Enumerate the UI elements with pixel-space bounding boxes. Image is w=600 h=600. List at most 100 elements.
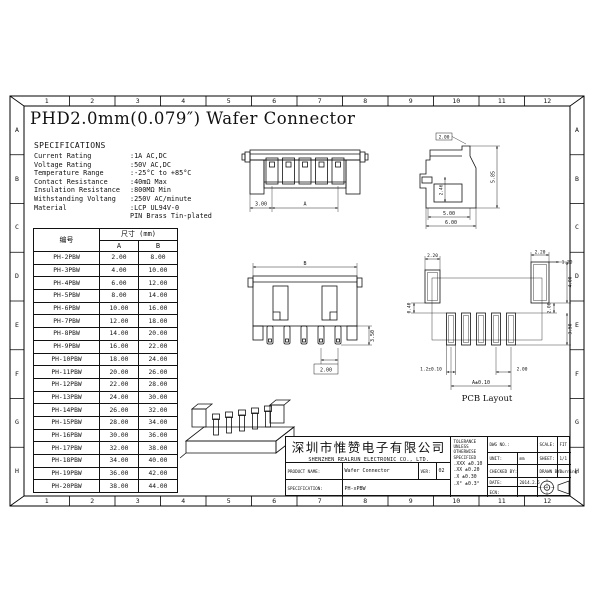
table-cell-part-no: PH-17PBW <box>34 442 100 455</box>
table-cell-dim-b: 26.00 <box>139 366 178 379</box>
pcb-pads <box>424 261 550 346</box>
top-column-label: 9 <box>408 97 413 105</box>
table-cell-dim-a: 30.00 <box>100 429 139 443</box>
spec-row: PIN Brass Tin-plated <box>34 212 212 221</box>
left-row-label: G <box>15 418 19 427</box>
table-cell-part-no: PH-19PBW <box>34 467 100 481</box>
bottom-column-label: 11 <box>497 496 506 505</box>
table-cell-part-no: PH-13PBW <box>34 391 100 405</box>
date-value: 2014.2.6 <box>518 478 540 487</box>
table-cell-part-no: PH-10PBW <box>34 353 100 367</box>
dwg-no-label: DWG NO.: <box>488 437 538 453</box>
table-header-a: A <box>100 240 139 252</box>
sheet-value: 1/1 <box>558 453 571 465</box>
unit-value: mm <box>518 453 538 465</box>
spec-row: Withstanding Voltang :250V AC/minute <box>34 195 212 204</box>
spec-label: Voltage Rating <box>34 160 92 169</box>
spec-value: :1A AC,DC <box>130 152 167 160</box>
table-cell-part-no: PH-9PBW <box>34 340 100 354</box>
table-header-b: B <box>139 240 178 252</box>
spec-label: Contact Resistance <box>34 177 108 186</box>
top-column-label: 1 <box>44 97 49 105</box>
top-column-label: 4 <box>181 97 186 105</box>
bottom-column-label: 6 <box>272 496 277 505</box>
spec-value: :800MΩ Min <box>130 186 171 195</box>
pin-side-view-dimensions: B 3.50 2.00 <box>252 261 376 375</box>
spec-value: :-25°C to +85°C <box>130 169 192 178</box>
spec-value: :250V AC/minute <box>130 194 192 203</box>
table-cell-dim-b: 44.00 <box>139 480 178 494</box>
left-row-label: F <box>15 369 19 378</box>
scale-value: FIT <box>558 437 571 453</box>
table-cell-dim-b: 32.00 <box>139 404 178 417</box>
checked-by-value <box>518 465 538 478</box>
table-cell-dim-b: 24.00 <box>139 353 178 367</box>
table-cell-dim-b: 28.00 <box>139 378 178 392</box>
tolerance-value-line: .X ±0.30 <box>453 475 477 480</box>
left-row-label: D <box>15 272 19 281</box>
table-cell-dim-a: 20.00 <box>100 366 139 379</box>
dimension-label: 2.00 <box>320 367 332 373</box>
dimension-label: 5.00 <box>443 211 455 217</box>
right-row-label: C <box>575 223 579 232</box>
top-column-label: 2 <box>90 97 95 105</box>
table-cell-dim-b: 30.00 <box>139 391 178 405</box>
table-cell-part-no: PH-7PBW <box>34 315 100 329</box>
version-value: 02 <box>437 463 451 480</box>
scale-label: SCALE: <box>538 437 558 453</box>
table-cell-dim-a: 24.00 <box>100 391 139 405</box>
dimension-label: A±0.10 <box>472 380 490 386</box>
version-label: VER: <box>419 463 437 480</box>
bottom-column-label: 12 <box>543 496 552 505</box>
tolerance-heading-line: SPECIFIED <box>453 454 477 460</box>
bottom-column-label: 10 <box>452 496 461 505</box>
right-row-label: E <box>575 320 579 329</box>
tolerance-value-line: .XXX ±0.10 <box>453 461 483 467</box>
spec-label: Current Rating <box>34 152 92 160</box>
spec-row: Material:LCP UL94V-0 <box>34 204 212 213</box>
dimension-label: 2.20 <box>535 250 546 256</box>
table-cell-dim-b: 12.00 <box>139 277 178 291</box>
dimension-label: A <box>303 202 306 208</box>
left-row-label: B <box>15 174 19 183</box>
ecn-label: ECN: <box>488 487 518 497</box>
pcb-layout-drawing: 2.20 2.20 1.20 4.00 2.00 3.50 0.40 1.2±0… <box>407 250 574 404</box>
dimension-label: 3.50 <box>568 323 574 334</box>
dimension-label: 0.40 <box>407 302 413 313</box>
top-column-label: 7 <box>317 97 322 105</box>
table-cell-dim-b: 22.00 <box>139 340 178 354</box>
drawing-title: PHD2.0mm(0.079″) Wafer Connector <box>30 109 356 128</box>
spec-label: Withstanding Voltang <box>34 194 116 203</box>
table-cell-dim-a: 4.00 <box>100 264 139 278</box>
spec-label: Material <box>34 203 67 212</box>
right-row-label: G <box>575 418 579 427</box>
dimension-label: 2.46 <box>439 184 445 195</box>
side-view-dimensions: 2.00 5.85 2.46 5.00 6.00 <box>425 132 500 229</box>
specification-label: SPECIFICATION: <box>286 480 343 497</box>
right-row-label: A <box>575 125 579 134</box>
company-name-en: SHENZHEN REALRUN ELECTRONIC CO., LTD. <box>308 456 430 463</box>
title-block: 深圳市惟赞电子有限公司 SHENZHEN REALRUN ELECTRONIC … <box>285 436 577 497</box>
bottom-column-label: 1 <box>44 496 49 505</box>
sheet-label: SHEET: <box>538 453 558 465</box>
tolerance-heading-line: OTHERWISE <box>453 449 477 455</box>
product-name-label: PRODUCT NAME: <box>286 463 343 480</box>
pin-side-view-outline <box>247 275 363 345</box>
table-cell-dim-b: 42.00 <box>139 467 178 481</box>
table-cell-dim-a: 12.00 <box>100 315 139 329</box>
tolerance-values: .XXX ±0.10.XX ±0.20.X ±0.30.X° ±0.3° <box>453 462 488 488</box>
table-cell-part-no: PH-12PBW <box>34 378 100 392</box>
table-cell-dim-b: 40.00 <box>139 455 178 468</box>
isometric-view-drawing <box>179 399 296 459</box>
table-cell-dim-a: 2.00 <box>100 252 139 265</box>
third-angle-projection-icon <box>538 479 570 496</box>
isometric-outline <box>179 399 296 459</box>
tolerance-value-line: .XX ±0.20 <box>453 468 480 474</box>
spec-label: Temperature Range <box>34 169 104 178</box>
table-cell-dim-a: 18.00 <box>100 353 139 367</box>
spec-row: Current Rating :1A AC,DC <box>34 152 212 161</box>
pcb-layout-caption: PCB Layout <box>462 394 513 404</box>
table-cell-part-no: PH-6PBW <box>34 302 100 316</box>
